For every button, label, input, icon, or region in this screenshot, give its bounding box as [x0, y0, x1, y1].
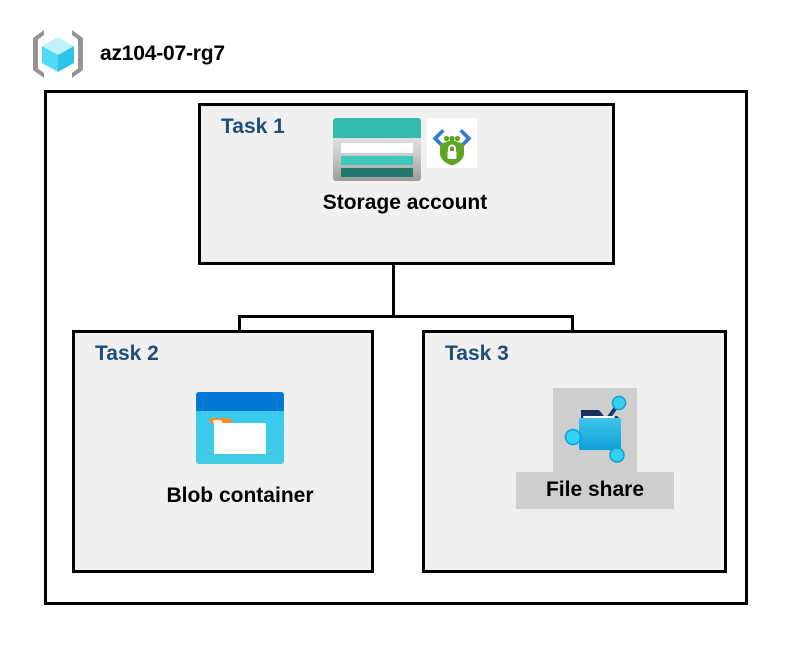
file-share-caption: File share	[545, 478, 645, 501]
node-storage-account: Storage account	[280, 118, 530, 214]
blob-container-icon	[196, 392, 284, 464]
resource-group-title: az104-07-rg7	[100, 42, 225, 65]
storage-account-caption: Storage account	[322, 191, 488, 214]
storage-account-icon	[333, 118, 421, 181]
task-1-label: Task 1	[221, 115, 285, 138]
blob-container-caption: Blob container	[166, 484, 314, 507]
connector-storage-to-split	[392, 265, 395, 318]
node-blob-container: Blob container	[140, 392, 340, 507]
file-share-icon	[559, 394, 631, 466]
file-share-icon-highlight	[553, 388, 637, 472]
task-2-label: Task 2	[95, 342, 159, 365]
storage-account-icon-row	[333, 118, 477, 181]
node-file-share: File share	[500, 388, 690, 510]
file-share-label-highlight: File share	[515, 472, 675, 510]
encryption-shield-icon	[427, 118, 477, 168]
resource-group-icon	[30, 28, 86, 80]
task-3-label: Task 3	[445, 342, 509, 365]
resource-group-header: az104-07-rg7	[30, 28, 225, 80]
connector-horizontal-bar	[238, 315, 574, 318]
